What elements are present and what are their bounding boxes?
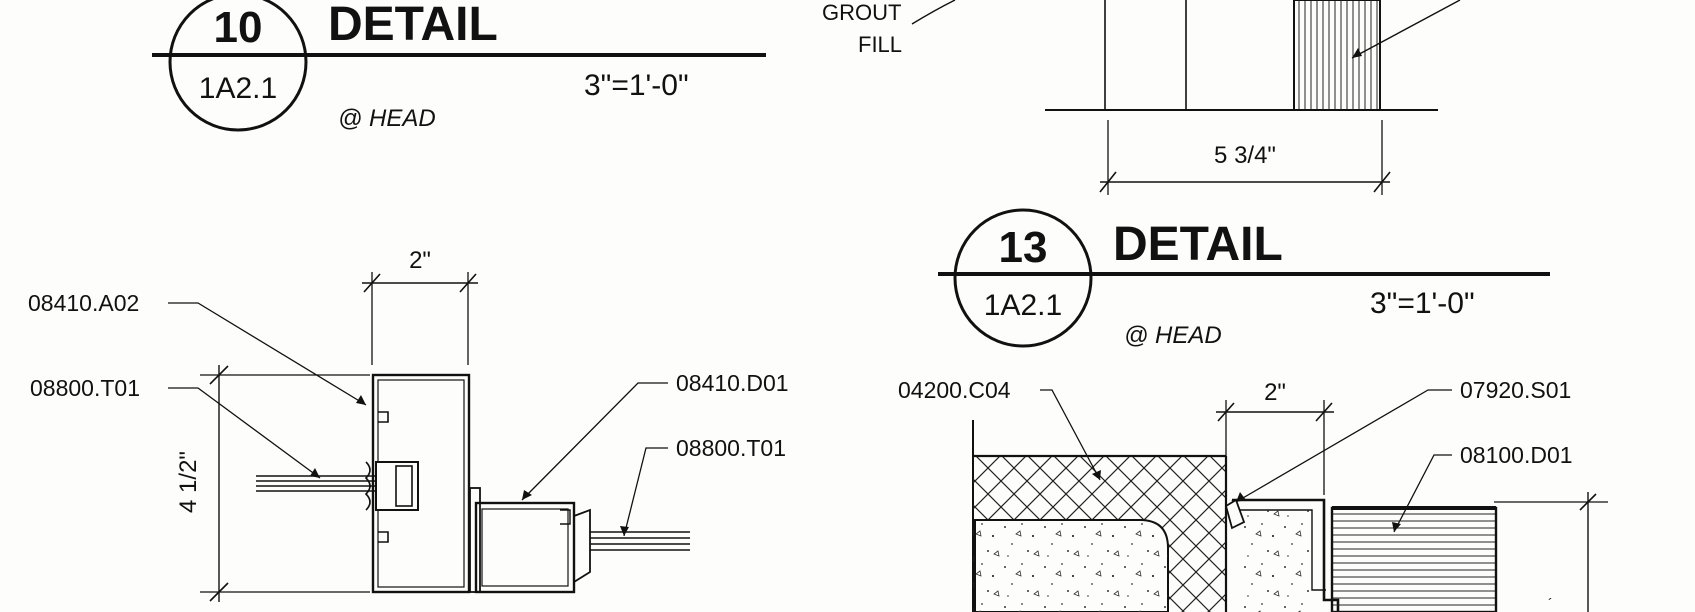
detail-13-location: @ HEAD [1124, 322, 1222, 349]
detail-13-title: DETAIL [1113, 218, 1283, 271]
detail-10-sheet-ref: 1A2.1 [199, 72, 277, 105]
detail-13-title-block: 13 1A2.1 DETAIL 3"=1'-0" @ HEAD [938, 208, 1550, 349]
detail-13-number: 13 [999, 223, 1048, 272]
detail-10-dim-width: 2" [409, 247, 431, 274]
detail-13-label-masonry: 04200.C04 [898, 377, 1011, 403]
grout-label-line1: GROUT [822, 0, 901, 25]
detail-10-title: DETAIL [328, 0, 498, 51]
grout-label-line2: FILL [858, 32, 902, 57]
detail-10-label-door: 08410.D01 [676, 370, 789, 396]
detail-10-number: 10 [214, 3, 263, 52]
detail-10-section: 2" 4 1/2" 08410.A0 [28, 247, 789, 602]
detail-10-scale: 3"=1'-0" [584, 69, 689, 102]
detail-13-dim-width: 2" [1264, 379, 1286, 406]
detail-13-sheet-ref: 1A2.1 [984, 289, 1062, 322]
detail-10-label-glazing-left: 08800.T01 [30, 375, 140, 401]
top-right-dimension: 5 3/4" [1214, 142, 1276, 169]
detail-10-label-frame: 08410.A02 [28, 290, 139, 316]
detail-13-label-sealant: 07920.S01 [1460, 377, 1571, 403]
detail-10-label-glazing-right: 08800.T01 [676, 435, 786, 461]
top-right-section: GROUT FILL 5 3/4" [822, 0, 1461, 195]
detail-13-label-door: 08100.D01 [1460, 442, 1573, 468]
detail-13-scale: 3"=1'-0" [1370, 287, 1475, 320]
detail-13-section: 2" ´ 04200.C04 07920.S01 08100.D01 [898, 377, 1608, 612]
detail-10-dim-height: 4 1/2" [175, 451, 202, 513]
detail-10-title-block: 10 1A2.1 DETAIL 3"=1'-0" @ HEAD [152, 0, 766, 132]
hinge-mark: ´ [1548, 595, 1553, 611]
detail-10-location: @ HEAD [338, 105, 436, 132]
